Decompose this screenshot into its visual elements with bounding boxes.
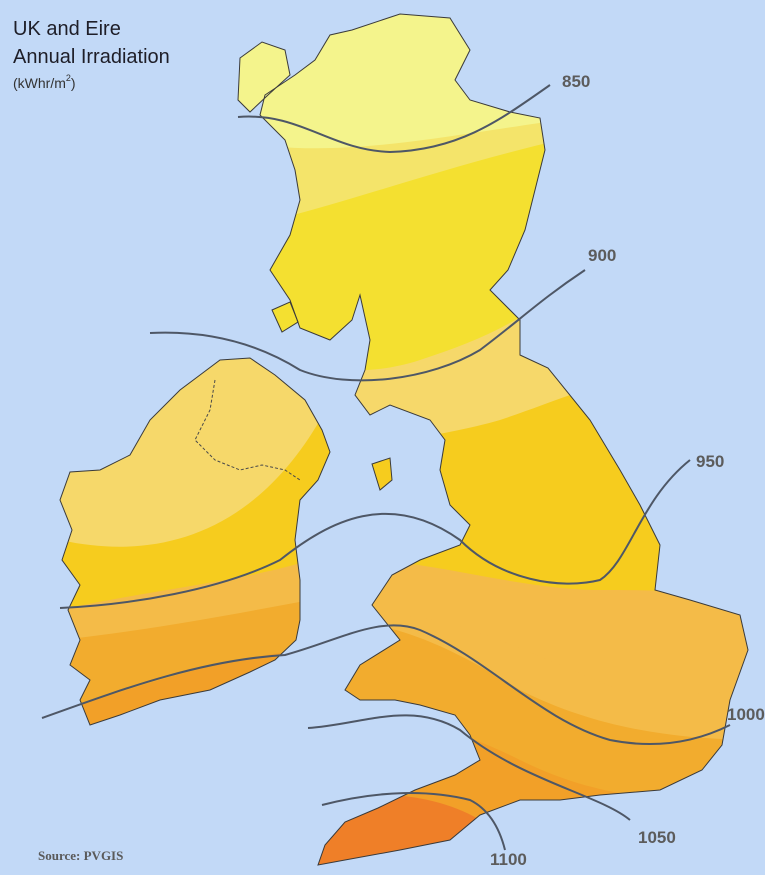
isoline-850 — [237, 84, 551, 154]
isoline-900 — [149, 269, 586, 382]
isoline-1000 — [41, 624, 731, 745]
contour-label-1100: 1100 — [490, 850, 527, 869]
contour-label-900: 900 — [588, 246, 617, 265]
ireland-coastline — [59, 357, 331, 726]
isoline-1100 — [321, 792, 506, 851]
map-unit: (kWhr/m2) — [13, 73, 76, 91]
northern-ireland-border — [194, 379, 301, 481]
contour-label-950: 950 — [696, 452, 725, 471]
unit-main: (kWhr/m — [13, 75, 66, 91]
unit-superscript: 2 — [65, 73, 71, 83]
unit-close: ) — [70, 75, 76, 91]
contour-label-1050: 1050 — [638, 828, 676, 847]
map-title-line2: Annual Irradiation — [13, 46, 170, 68]
great-britain-coastline — [237, 13, 749, 866]
isoline-1050 — [307, 714, 631, 821]
contour-label-1000: 1000 — [727, 705, 765, 724]
contour-label-850: 850 — [562, 72, 591, 91]
isolines — [41, 84, 731, 851]
isoline-950 — [59, 459, 691, 609]
source-credit: Source: PVGIS — [38, 848, 124, 863]
map-title-line1: UK and Eire — [13, 18, 121, 40]
